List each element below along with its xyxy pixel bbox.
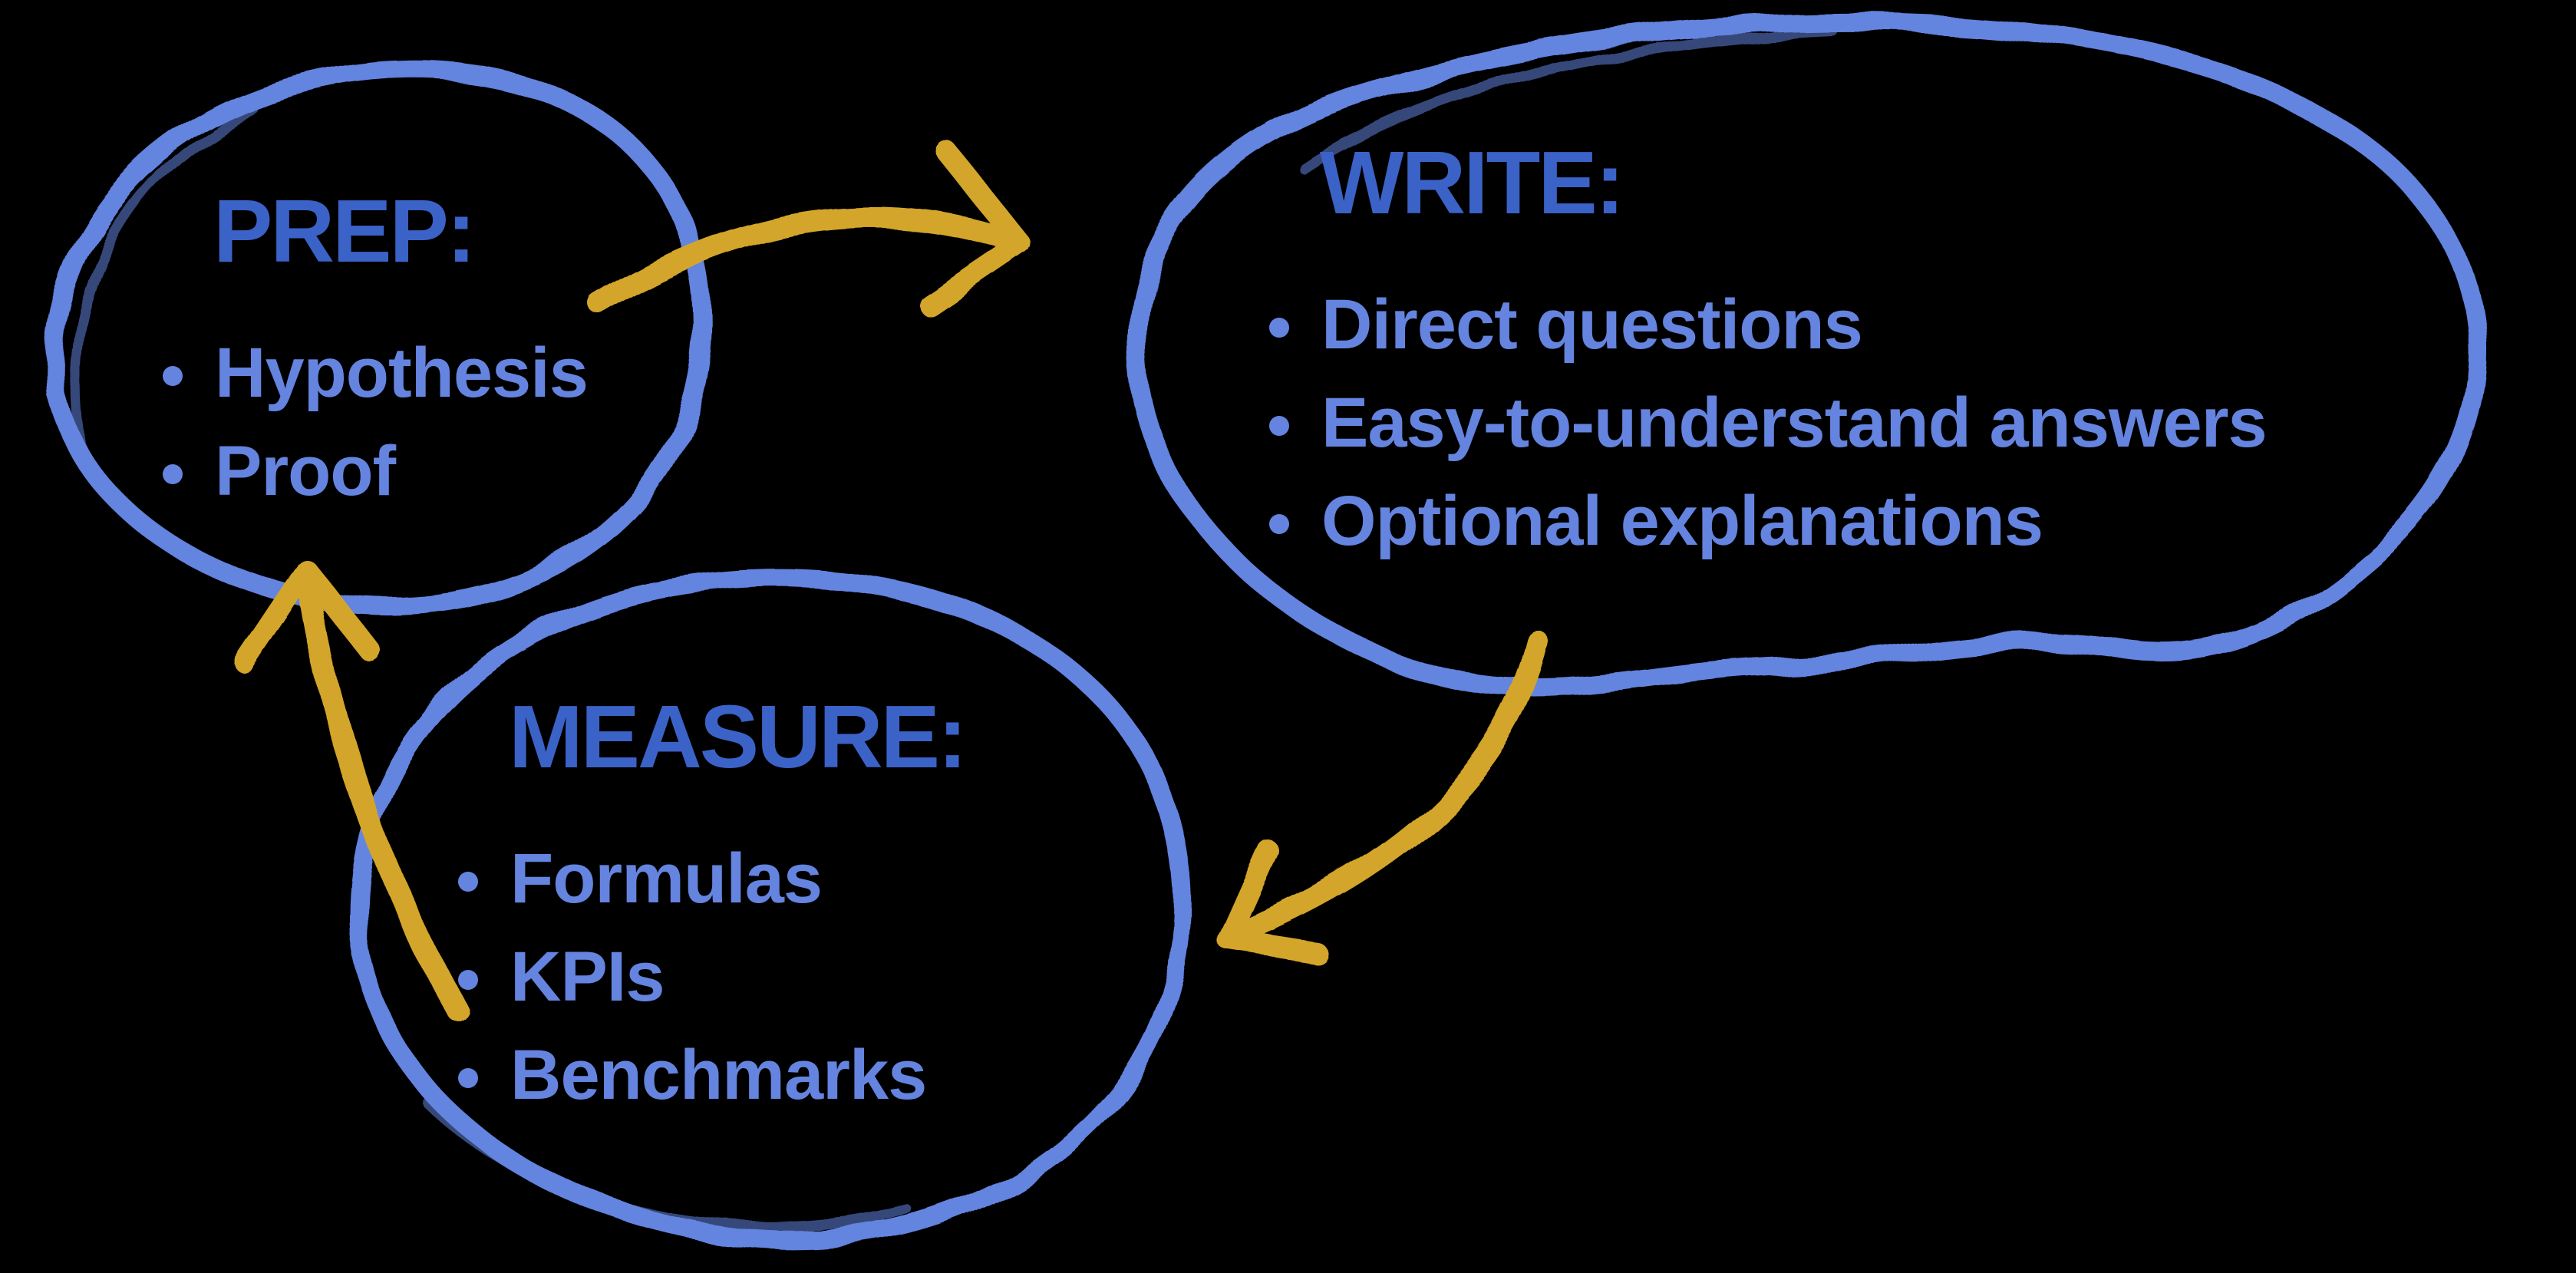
item-label: Optional explanations xyxy=(1321,482,2043,560)
list-item: Proof xyxy=(163,422,588,520)
bullet-dot xyxy=(1269,416,1289,436)
list-item: Benchmarks xyxy=(458,1026,965,1124)
measure-list: Formulas KPIs Benchmarks xyxy=(458,829,965,1124)
measure-bubble-outline xyxy=(350,569,1192,1250)
list-item: KPIs xyxy=(458,928,965,1026)
measure-bubble-content: MEASURE: Formulas KPIs Benchmarks xyxy=(458,681,968,1124)
list-item: Formulas xyxy=(458,829,965,928)
bullet-dot xyxy=(1269,514,1289,534)
prep-list: Hypothesis Proof xyxy=(163,324,589,520)
list-item: Optional explanations xyxy=(1269,472,2267,570)
cycle-arrows xyxy=(233,140,1549,1022)
prep-bubble-content: PREP: Hypothesis Proof xyxy=(163,175,589,520)
write-heading: WRITE: xyxy=(1320,133,1624,233)
write-bubble-content: WRITE: Direct questions Easy-to-understa… xyxy=(1269,127,2268,570)
list-item: Easy-to-understand answers xyxy=(1269,374,2268,472)
item-label: Formulas xyxy=(510,839,823,918)
item-label: Direct questions xyxy=(1321,285,1863,364)
prep-bubble-overdraw xyxy=(70,104,259,466)
bullet-dot xyxy=(458,1068,478,1088)
bullet-dot xyxy=(458,872,478,892)
write-bubble-outline xyxy=(1127,12,2486,698)
arrow-write-to-measure-icon xyxy=(1217,631,1549,964)
item-label: Hypothesis xyxy=(215,334,589,412)
arrow-prep-to-write-icon xyxy=(588,140,1031,316)
list-item: Direct questions xyxy=(1269,275,2267,374)
prep-heading: PREP: xyxy=(213,181,477,281)
bullet-dot xyxy=(1269,318,1289,338)
measure-bubble-overdraw xyxy=(424,1100,911,1232)
item-label: Easy-to-understand answers xyxy=(1321,384,2268,462)
item-label: Proof xyxy=(215,432,396,510)
bullet-dot xyxy=(163,366,183,386)
arrow-measure-to-prep-icon xyxy=(233,559,469,1022)
write-bubble-overdraw xyxy=(1299,27,1839,174)
list-item: Hypothesis xyxy=(163,324,589,422)
bullet-dot xyxy=(163,464,183,484)
item-label: KPIs xyxy=(510,938,665,1016)
measure-heading: MEASURE: xyxy=(509,687,968,787)
bullet-dot xyxy=(458,970,478,990)
write-list: Direct questions Easy-to-understand answ… xyxy=(1269,275,2268,570)
item-label: Benchmarks xyxy=(510,1036,927,1114)
